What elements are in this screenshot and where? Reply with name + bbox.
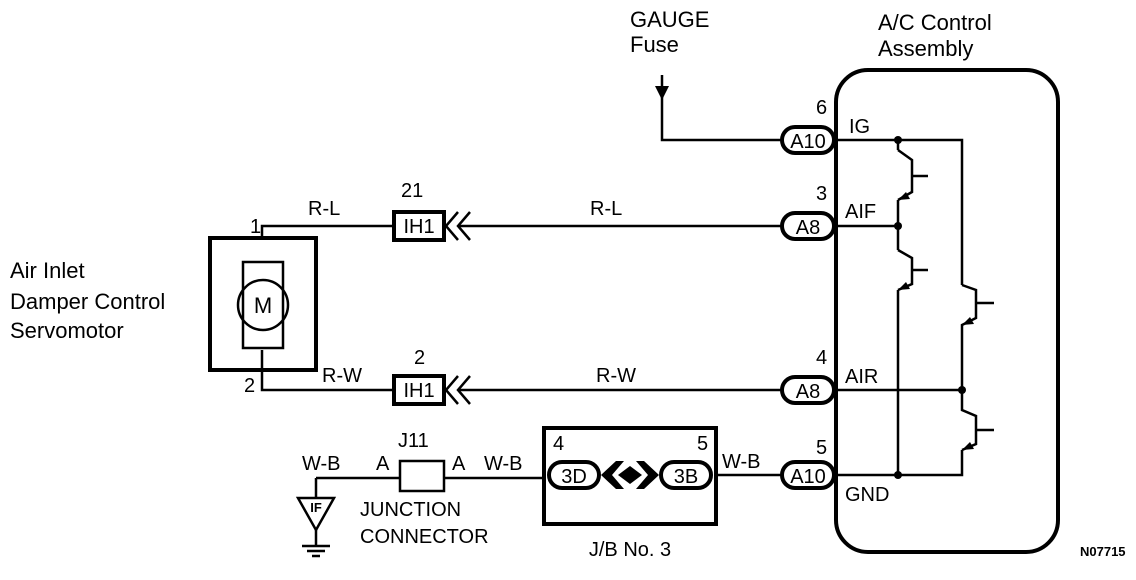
wire-label-rw-left: R-W: [322, 365, 362, 387]
ac-assembly-label-line1: A/C Control: [878, 10, 992, 35]
ground-chain: IF W-B J11 A A JUNCTION CONNECTOR W-B 4 …: [295, 426, 782, 561]
terminal-aif: AIF: [845, 201, 876, 223]
jb-connector-3d-label: 3D: [561, 466, 587, 488]
connector-id: A8: [796, 217, 820, 239]
transistor-icon: [897, 248, 928, 292]
connector-id: IH1: [403, 380, 434, 402]
wire-label-rl-left: R-L: [308, 198, 340, 220]
junction-side-a-left: A: [376, 453, 390, 475]
motor-symbol: M: [254, 293, 272, 318]
connector-a8-air: 4 A8: [780, 347, 836, 405]
connector-pin-number: 5: [816, 437, 827, 459]
assembly-entry-wires: [834, 138, 836, 477]
ground-point-label: IF: [310, 500, 322, 515]
jb-right-pin: 5: [697, 433, 708, 455]
ground-triangle-icon: [295, 496, 337, 533]
internal-circuit: [834, 136, 994, 479]
terminal-air: AIR: [845, 366, 878, 388]
servomotor-outline: [208, 236, 318, 372]
jb-connector-3b: [659, 460, 713, 490]
junction-dot: [894, 222, 902, 230]
transistor-icon: [960, 390, 994, 452]
transistor-icon: [960, 283, 994, 390]
connector-id: IH1: [403, 216, 434, 238]
gnd-internal-wire: [834, 450, 964, 477]
junction-connector-id: J11: [398, 430, 429, 452]
connector-pin-number: 2: [414, 347, 425, 369]
junction-dot: [894, 136, 902, 144]
connector-id: A10: [790, 466, 826, 488]
wire-label-wb-jb-right: W-B: [722, 451, 761, 473]
connector-pin-number: 6: [816, 97, 827, 119]
terminal-gnd: GND: [845, 484, 889, 506]
jb-label: J/B No. 3: [589, 539, 671, 561]
wire-label-wb-jc-right: W-B: [484, 453, 523, 475]
figure-code: N07715: [1080, 544, 1126, 559]
servomotor-pin-1: 1: [250, 216, 261, 238]
rl-wire-left: [260, 224, 394, 236]
servomotor-label-line3: Servomotor: [10, 318, 124, 343]
connector-id: A10: [790, 131, 826, 153]
wire-label-rw-right: R-W: [596, 365, 636, 387]
gauge-fuse-label-line2: Fuse: [630, 32, 679, 57]
wire-label-rl-right: R-L: [590, 198, 622, 220]
connector-pin-number: 3: [816, 183, 827, 205]
junction-connector-label-line1: JUNCTION: [360, 499, 461, 521]
junction-dot: [958, 386, 966, 394]
gauge-fuse-group: GAUGE Fuse: [630, 7, 782, 142]
ground-icon: [302, 530, 330, 558]
ac-assembly-label-line2: Assembly: [878, 36, 973, 61]
jb-connector-3b-label: 3B: [674, 466, 698, 488]
motor-icon: [236, 278, 290, 332]
connector-pin-number: 21: [401, 180, 423, 202]
ig-bus-wire: [834, 138, 964, 285]
junction-block-no3: 4 5 3D 3B J/B No. 3: [542, 426, 718, 561]
jb-internal-link-center: [618, 466, 642, 484]
motor-body: [241, 260, 285, 350]
rw-wire-group: R-W 2 2 IH1 R-W: [244, 347, 782, 406]
junction-dot: [894, 471, 902, 479]
ig-feed-wire: [660, 75, 782, 142]
transistor-icon: [897, 148, 928, 202]
rl-wire-group: R-L 1 21 IH1 R-L: [250, 180, 782, 242]
junction-connector-label-line2: CONNECTOR: [360, 526, 489, 548]
fuse-arrow-icon: [655, 86, 669, 100]
rw-wire-left: [260, 350, 394, 392]
connector-a10-gnd: 5 A10: [780, 437, 836, 490]
connector-ih1-top: [392, 210, 446, 242]
connector-ih1-bottom: [392, 374, 446, 406]
junction-side-a-right: A: [452, 453, 466, 475]
connector-a8-aif: 3 A8: [780, 183, 836, 241]
gauge-fuse-label-line1: GAUGE: [630, 7, 709, 32]
connector-a10-ig: 6 A10: [780, 97, 836, 155]
connector-id: A8: [796, 381, 820, 403]
terminal-ig: IG: [849, 116, 870, 138]
connector-pin-number: 4: [816, 347, 827, 369]
servomotor: Air Inlet Damper Control Servomotor M: [10, 236, 318, 372]
servomotor-label-line2: Damper Control: [10, 289, 165, 314]
wire-label-wb-ground: W-B: [302, 453, 341, 475]
ac-control-assembly: A/C Control Assembly IG AIF AIR GND: [834, 10, 1060, 554]
jb-connector-3d: [547, 460, 601, 490]
jb-left-pin: 4: [553, 433, 564, 455]
junction-connector-j11: [398, 459, 446, 493]
ac-assembly-outline: [834, 68, 1060, 554]
servomotor-pin-2: 2: [244, 375, 255, 397]
jb-internal-link-icon: [601, 461, 659, 489]
servomotor-label-line1: Air Inlet: [10, 258, 85, 283]
